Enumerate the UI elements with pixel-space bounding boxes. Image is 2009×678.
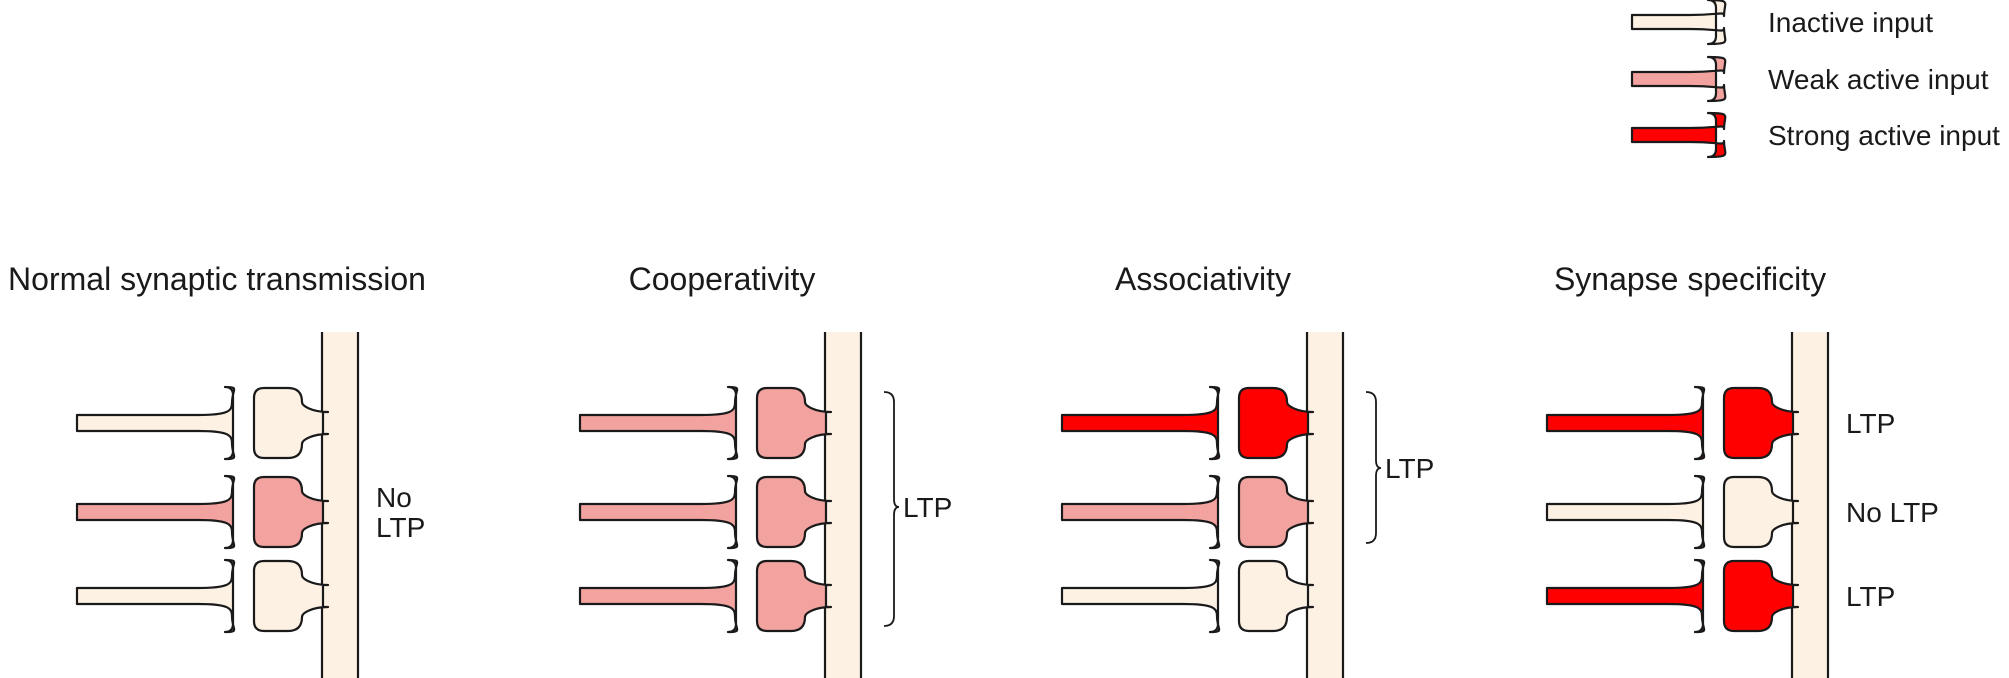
dendrite <box>825 332 861 678</box>
presynaptic-input-strong <box>1545 385 1706 461</box>
dendritic-spine-inactive <box>252 386 330 460</box>
presynaptic-input-weak <box>75 474 236 550</box>
dendritic-spine-weak <box>1237 475 1315 549</box>
dendritic-spine-inactive <box>252 559 330 633</box>
panel-title: Associativity <box>1115 261 1291 297</box>
presynaptic-input-inactive <box>75 558 236 634</box>
legend-item-weak: Weak active input <box>1630 55 1989 103</box>
dendritic-spine-weak <box>755 559 833 633</box>
legend-swatch-inactive <box>1630 0 1727 46</box>
ltp-bracket <box>883 391 900 627</box>
presynaptic-input-inactive <box>75 385 236 461</box>
panel-title: Cooperativity <box>629 261 816 297</box>
presynaptic-input-inactive <box>1545 474 1706 550</box>
dendritic-spine-strong <box>1722 559 1800 633</box>
presynaptic-input-strong <box>1545 558 1706 634</box>
presynaptic-input-weak <box>1060 474 1221 550</box>
dendritic-spine-strong <box>1722 386 1800 460</box>
panels: Normal synaptic transmissionNoLTPCoopera… <box>8 261 1939 678</box>
dendritic-spine-weak <box>755 386 833 460</box>
ltp-annotation: LTP <box>1385 453 1434 484</box>
legend-swatch-strong <box>1630 111 1727 159</box>
presynaptic-input-strong <box>1060 385 1221 461</box>
dendritic-spine-weak <box>252 475 330 549</box>
legend-item-strong: Strong active input <box>1630 111 2000 159</box>
panel-title: Synapse specificity <box>1554 261 1826 297</box>
legend-swatch-weak <box>1630 55 1727 103</box>
ltp-annotation: No <box>376 482 412 513</box>
legend-label: Weak active input <box>1768 64 1989 95</box>
dendritic-spine-strong <box>1237 386 1315 460</box>
ltp-annotation: LTP <box>903 492 952 523</box>
legend-item-inactive: Inactive input <box>1630 0 1933 46</box>
ltp-annotation: No LTP <box>1846 497 1939 528</box>
panel-title: Normal synaptic transmission <box>8 261 426 297</box>
presynaptic-input-weak <box>578 385 739 461</box>
presynaptic-input-weak <box>578 474 739 550</box>
ltp-annotation: LTP <box>376 512 425 543</box>
ltp-annotation: LTP <box>1846 408 1895 439</box>
legend-label: Inactive input <box>1768 7 1933 38</box>
ltp-bracket <box>1365 391 1382 544</box>
dendritic-spine-inactive <box>1237 559 1315 633</box>
presynaptic-input-weak <box>578 558 739 634</box>
ltp-annotation: LTP <box>1846 581 1895 612</box>
dendrite <box>1307 332 1343 678</box>
dendrite <box>322 332 358 678</box>
presynaptic-input-inactive <box>1060 558 1221 634</box>
dendrite <box>1792 332 1828 678</box>
dendritic-spine-weak <box>755 475 833 549</box>
legend-label: Strong active input <box>1768 120 2000 151</box>
dendritic-spine-inactive <box>1722 475 1800 549</box>
